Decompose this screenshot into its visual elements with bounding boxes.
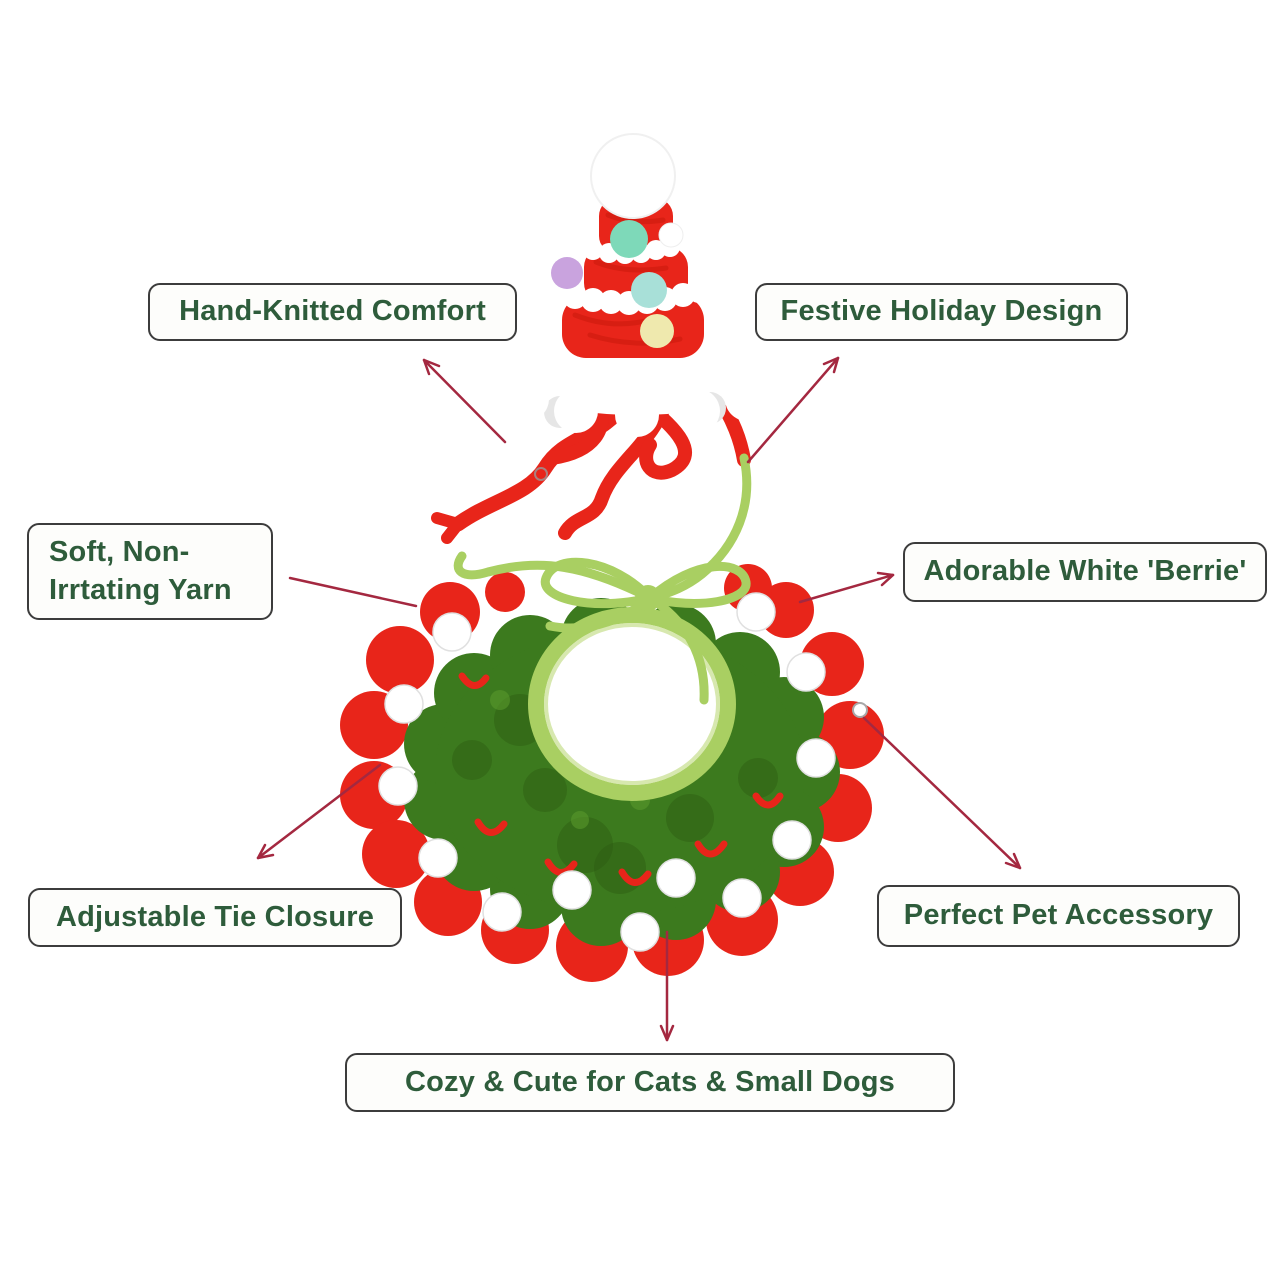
arrow-to-festive (746, 356, 840, 464)
label-cozy-cute-cats-small-dogs: Cozy & Cute for Cats & Small Dogs (345, 1053, 955, 1112)
label-perfect-pet-accessory: Perfect Pet Accessory (877, 885, 1240, 947)
small-ring-marker (534, 467, 548, 481)
collar-tie-bow (453, 551, 751, 705)
santa-hat (431, 133, 814, 604)
collar-neck-hole (528, 607, 736, 801)
collar-white-berries (378, 592, 836, 952)
line-to-soft-yarn (288, 576, 418, 608)
label-soft-non-irritating-yarn: Soft, Non- Irrtating Yarn (27, 523, 273, 620)
arrow-to-hand-knitted (422, 358, 507, 444)
annotation-arrows (256, 356, 1022, 1042)
arrow-to-berrie (798, 571, 895, 604)
arrow-to-perfect (852, 702, 1022, 870)
hat-pastel-poms (551, 220, 684, 348)
label-hand-knitted-comfort: Hand-Knitted Comfort (148, 283, 517, 341)
label-adorable-white-berrie: Adorable White 'Berrie' (903, 542, 1267, 602)
hat-top-pom (590, 133, 676, 219)
label-festive-holiday-design: Festive Holiday Design (755, 283, 1128, 341)
label-adjustable-tie-closure: Adjustable Tie Closure (28, 888, 402, 947)
arrow-to-adjustable (256, 763, 382, 860)
collar (340, 551, 884, 982)
collar-red-stitches (458, 672, 784, 886)
arrow-to-cozy (659, 930, 675, 1042)
